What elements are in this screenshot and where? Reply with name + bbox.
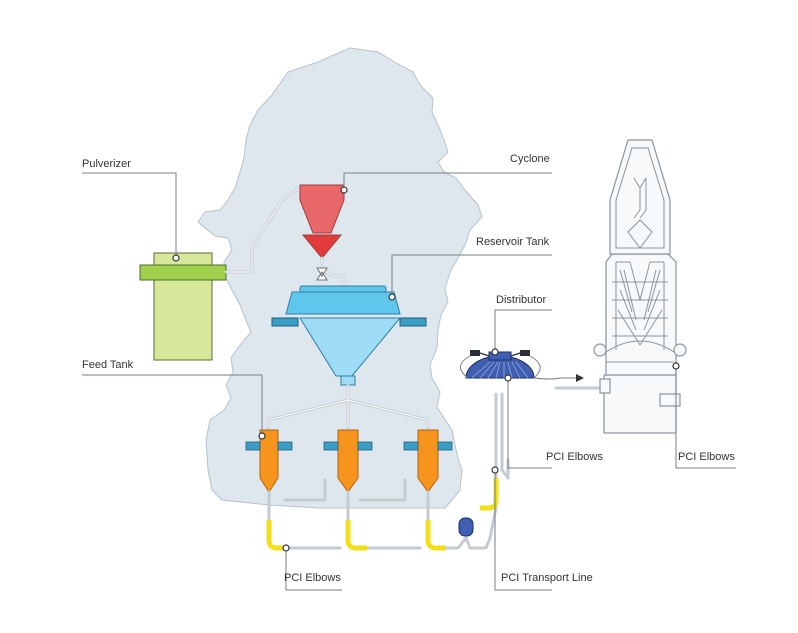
rotary-valve (316, 267, 328, 281)
callout-lines (82, 172, 736, 591)
reservoir-tank-mount-right (399, 317, 427, 327)
feed-tank-1 (245, 429, 293, 493)
callout-dots (172, 186, 680, 552)
reservoir-tank-mount-left (271, 317, 299, 327)
label-cyclone: Cyclone (510, 153, 550, 165)
building-silhouette (197, 47, 483, 509)
reservoir-tank-body (285, 291, 401, 315)
label-pulverizer: Pulverizer (82, 158, 131, 170)
distributor (460, 350, 584, 382)
feed-tank-3 (403, 429, 453, 493)
label-distributor: Distributor (496, 294, 547, 306)
label-pci-elbows-center: PCI Elbows (546, 451, 603, 463)
label-pci-elbows-right: PCI Elbows (678, 451, 735, 463)
pulverizer-band (139, 264, 227, 281)
cyclone-lower (301, 234, 343, 259)
reservoir-tank-lid (299, 285, 387, 293)
booster (458, 517, 474, 537)
label-pci-transport-line: PCI Transport Line (501, 572, 593, 584)
feed-tank-2 (323, 429, 373, 493)
reservoir-to-feed-pipes (266, 383, 430, 430)
label-pci-elbows-bottom: PCI Elbows (284, 572, 341, 584)
pci-elbows-bottom-set (266, 478, 499, 551)
label-reservoir-tank: Reservoir Tank (476, 236, 550, 248)
blast-furnace (593, 139, 687, 434)
label-feed-tank: Feed Tank (82, 359, 134, 371)
